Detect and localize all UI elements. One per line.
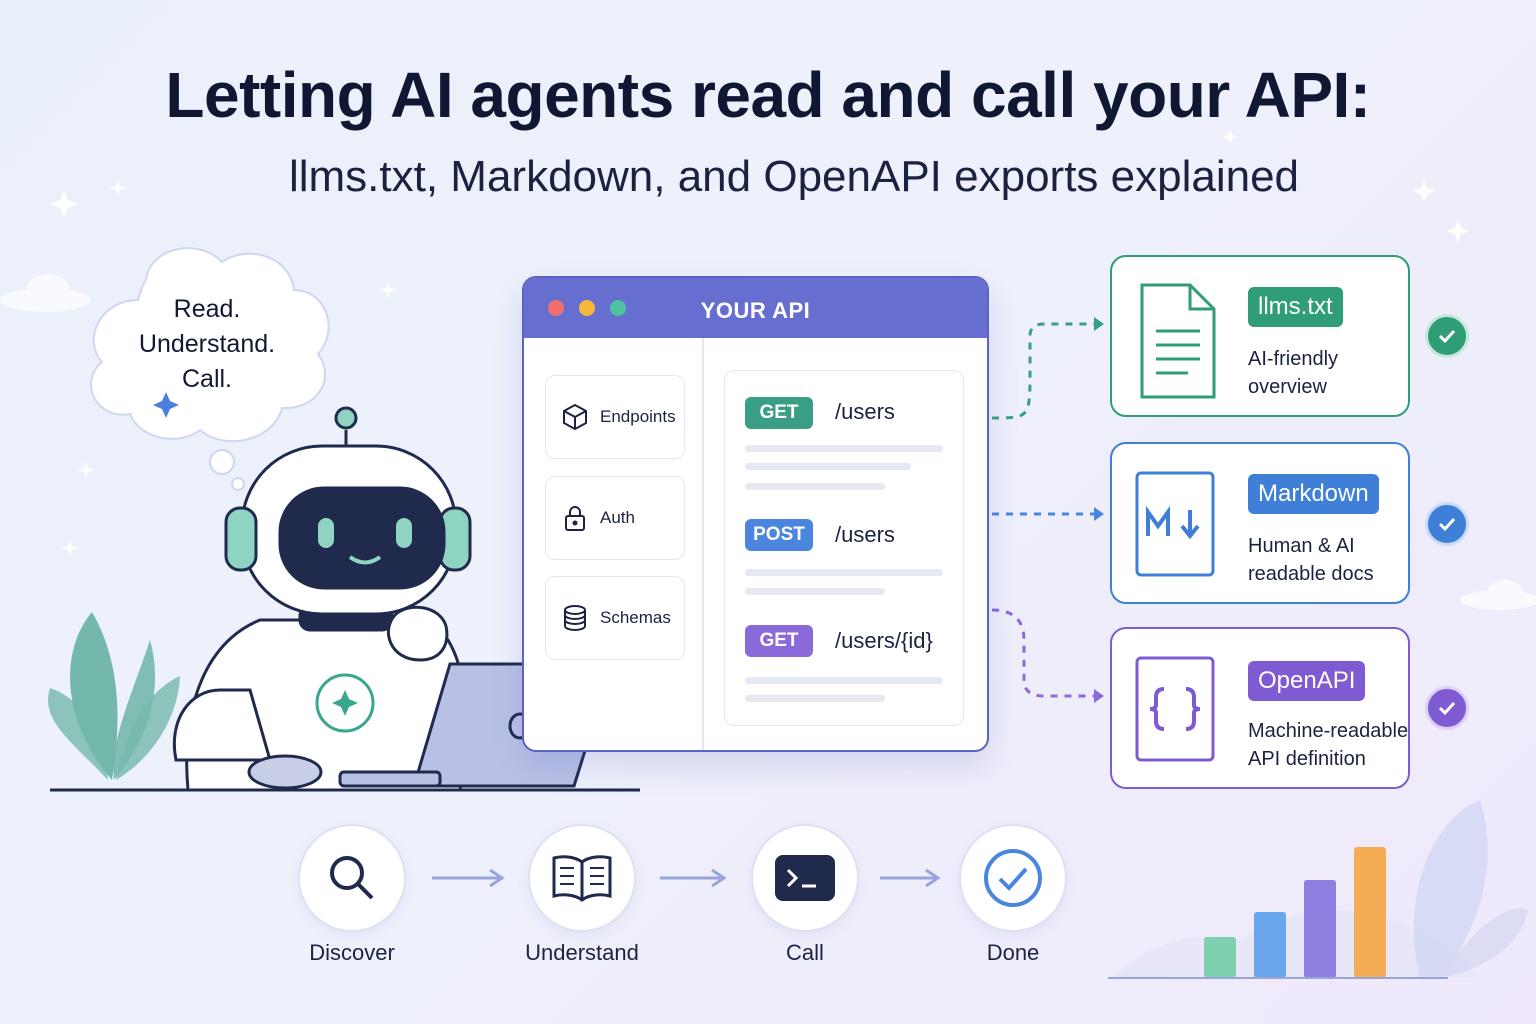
export-description-line: readable docs xyxy=(1248,563,1374,585)
placeholder-line xyxy=(745,588,885,595)
flow-step-label: Discover xyxy=(309,940,395,965)
check-icon xyxy=(984,849,1042,907)
export-card-llms[interactable]: llms.txt AI-friendly overview xyxy=(1110,255,1410,417)
export-description-line: AI-friendly xyxy=(1248,348,1339,370)
check-icon xyxy=(1425,502,1469,546)
endpoint-path[interactable]: /users xyxy=(835,399,895,424)
api-window-titlebar xyxy=(524,278,987,338)
cloud-decoration xyxy=(0,274,1536,610)
close-dot xyxy=(548,300,564,316)
robot-illustration xyxy=(172,406,472,792)
export-badge: Markdown xyxy=(1248,474,1379,514)
flow-step-done xyxy=(959,824,1067,932)
export-description-line: Machine-readable xyxy=(1248,720,1409,742)
export-badge: llms.txt xyxy=(1248,287,1343,327)
flow-step-discover xyxy=(298,824,406,932)
thought-bubble xyxy=(90,247,330,491)
placeholder-line xyxy=(745,569,943,576)
endpoint-path[interactable]: /users/{id} xyxy=(835,628,933,653)
flow-step-call xyxy=(751,824,859,932)
export-description: AI-friendly overview xyxy=(1248,345,1418,401)
markdown-icon xyxy=(1135,471,1215,577)
export-badge: OpenAPI xyxy=(1248,661,1366,701)
endpoint-path[interactable]: /users xyxy=(835,522,895,547)
check-icon xyxy=(1425,686,1469,730)
lock-icon xyxy=(565,506,585,531)
flow-step-label: Understand xyxy=(525,940,639,965)
sidebar-item-label: Schemas xyxy=(600,608,671,627)
export-description-line: API definition xyxy=(1248,748,1366,770)
export-card-openapi[interactable]: OpenAPI Machine-readable API definition xyxy=(1110,627,1410,789)
document-icon xyxy=(1140,283,1216,399)
export-description-line: overview xyxy=(1248,376,1327,398)
bar-chart-decoration xyxy=(1108,800,1528,979)
sidebar-item-label: Endpoints xyxy=(600,407,676,426)
braces-icon xyxy=(1135,656,1215,762)
flow-step-label: Done xyxy=(986,940,1040,965)
connector-arrowheads xyxy=(1094,317,1104,703)
sidebar-item-schemas[interactable]: Schemas xyxy=(545,576,685,660)
placeholder-line xyxy=(745,677,943,684)
maximize-dot xyxy=(610,300,626,316)
plant-decoration xyxy=(48,612,180,780)
placeholder-line xyxy=(745,463,911,470)
bubble-line: Read. xyxy=(173,295,241,323)
export-card-markdown[interactable]: Markdown Human & AI readable docs xyxy=(1110,442,1410,604)
bubble-line: Call. xyxy=(181,365,232,393)
book-icon xyxy=(552,855,612,902)
placeholder-line xyxy=(745,483,885,490)
method-badge-get: GET xyxy=(745,397,813,429)
flow-step-understand xyxy=(528,824,636,932)
minimize-dot xyxy=(579,300,595,316)
sidebar-item-endpoints[interactable]: Endpoints xyxy=(545,375,685,459)
cube-icon xyxy=(563,403,587,431)
export-description: Machine-readable API definition xyxy=(1248,717,1418,773)
api-window-divider xyxy=(702,338,704,750)
bubble-line: Understand. xyxy=(138,330,276,358)
export-description: Human & AI readable docs xyxy=(1248,532,1418,588)
page-title: Letting AI agents read and call your API… xyxy=(165,59,1371,131)
export-description-line: Human & AI xyxy=(1248,535,1355,557)
method-badge-get: GET xyxy=(745,625,813,657)
sidebar-item-label: Auth xyxy=(600,508,635,527)
thought-bubble-text: Read. Understand. Call. xyxy=(112,292,302,397)
database-icon xyxy=(564,605,586,631)
method-badge-post: POST xyxy=(745,519,813,551)
placeholder-line xyxy=(745,445,943,452)
search-icon xyxy=(330,856,374,900)
flow-step-label: Call xyxy=(786,940,824,965)
endpoints-panel: GET /users POST /users GET /users/{id} xyxy=(724,370,964,726)
flow-arrows xyxy=(432,868,941,888)
api-window: YOUR API Endpoints Auth Schemas GET /use… xyxy=(522,276,989,752)
check-icon xyxy=(1425,314,1469,358)
api-window-title: YOUR API xyxy=(700,298,811,323)
sparkle-icon xyxy=(153,392,179,418)
placeholder-line xyxy=(745,695,885,702)
connector-arrows xyxy=(991,322,1096,698)
sparkle-icon xyxy=(50,130,1469,556)
sidebar-item-auth[interactable]: Auth xyxy=(545,476,685,560)
terminal-icon xyxy=(775,855,835,901)
page-subtitle: llms.txt, Markdown, and OpenAPI exports … xyxy=(288,152,1300,201)
